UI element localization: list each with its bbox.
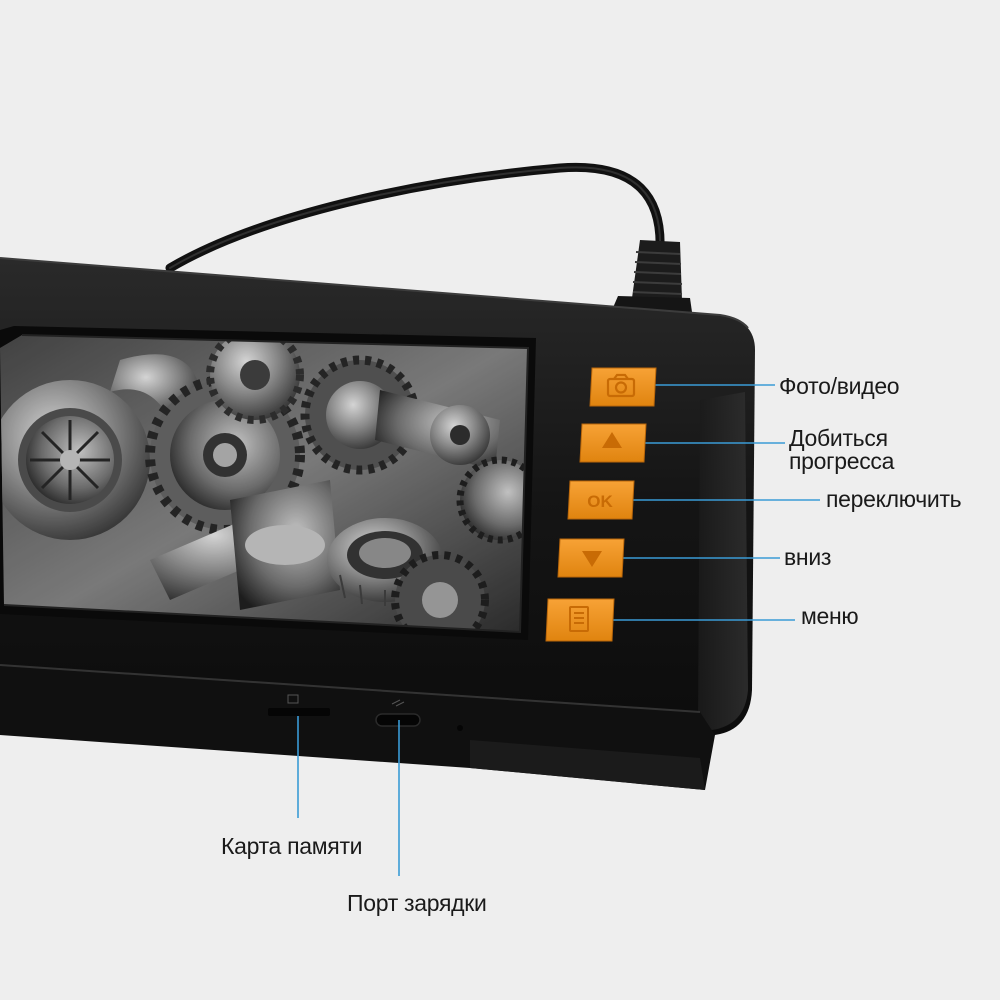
up-button[interactable] [579,423,647,463]
memory-card-slot [268,708,330,716]
triangle-down-icon [582,551,602,567]
label-up-line1: Добиться [789,425,888,451]
menu-list-icon [569,606,589,632]
menu-button[interactable] [545,598,615,642]
triangle-up-icon [602,432,622,448]
label-up-line2: прогресса [789,448,895,474]
label-menu: меню [801,603,859,629]
camera-icon [606,373,636,398]
ok-button-label: OK [587,492,613,511]
cable [165,162,692,312]
label-memory-card: Карта памяти [221,833,363,859]
ok-switch-button[interactable]: OK [567,480,635,520]
screen-display [0,335,528,632]
label-down: вниз [784,544,832,570]
charging-port [375,713,421,727]
label-photo-video: Фото/видео [779,373,900,399]
label-charging-port: Порт зарядки [347,890,487,916]
label-ok-switch: переключить [826,486,962,512]
down-button[interactable] [557,538,625,578]
photo-video-button[interactable] [589,367,657,407]
